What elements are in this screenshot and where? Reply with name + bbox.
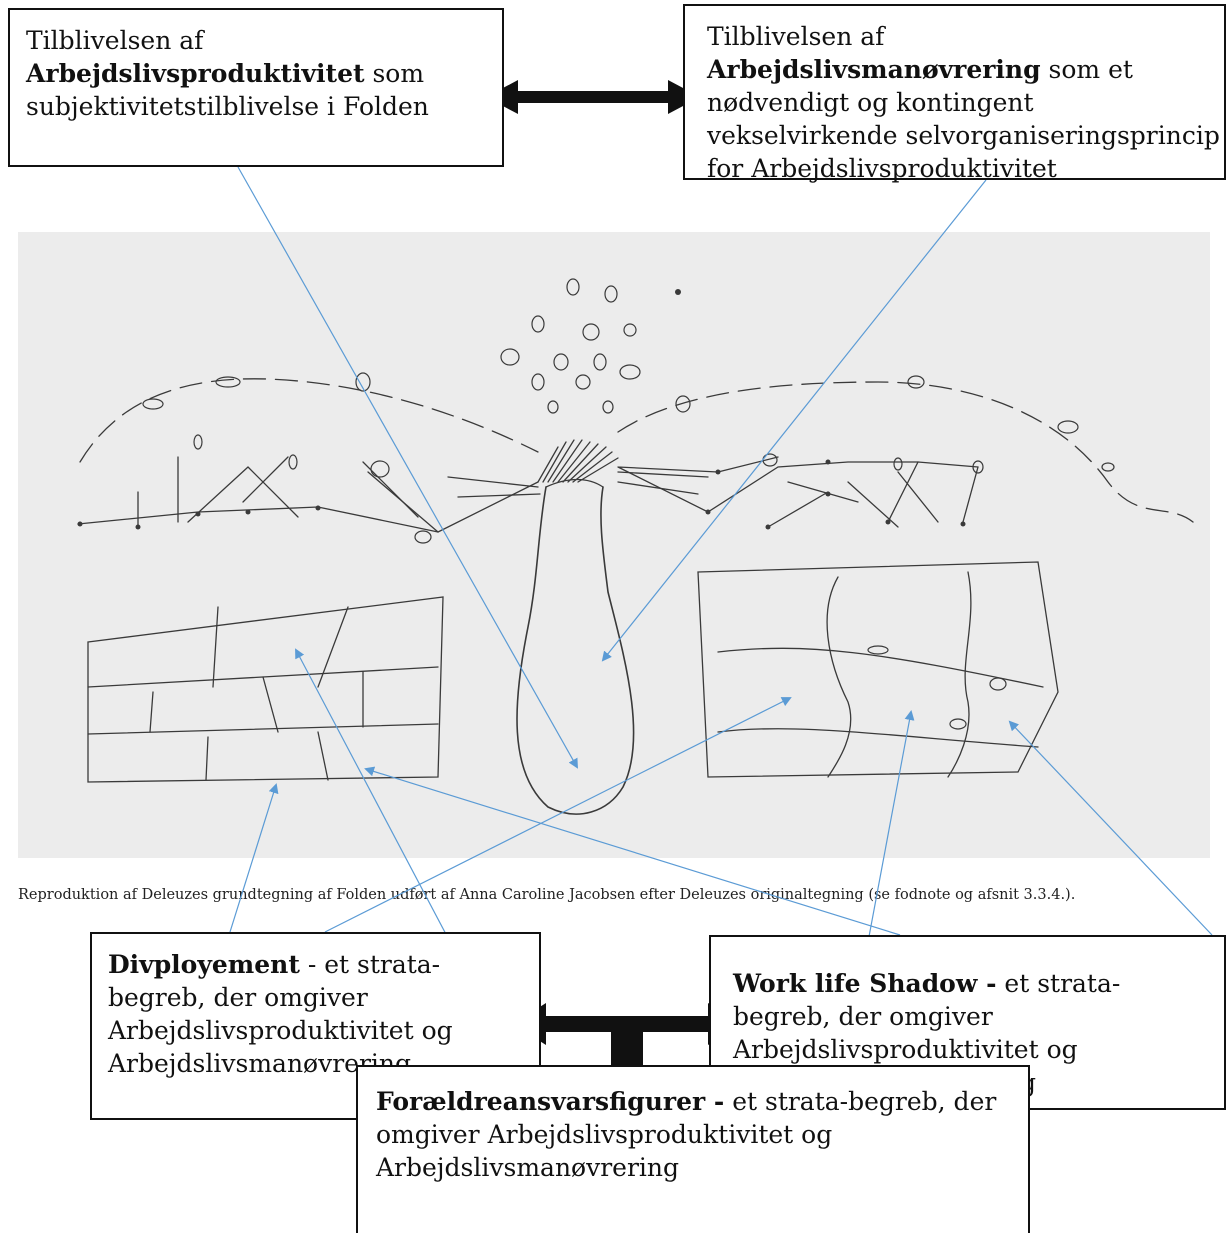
box-top-left-line1: Tilblivelsen af (26, 26, 204, 55)
box-foraeldreansvarsfigurer: Forældreansvarsfigurer - et strata-begre… (356, 1065, 1030, 1233)
box-top-right-lead: Tilblivelsen af (707, 22, 885, 51)
box-top-left-rest: som subjektivitetstilblivelse i Folden (26, 59, 429, 121)
box-top-left-bold: Arbejdslivsproduktivitet (26, 59, 365, 88)
box-arbejdslivsproduktivitet: Tilblivelsen af Arbejdslivsproduktivitet… (8, 8, 504, 167)
sketch-strokes (77, 378, 1194, 815)
fold-drawing (18, 232, 1210, 858)
box-arbejdslivsmanoevrering: Tilblivelsen af Arbejdslivsmanøvrering s… (683, 4, 1226, 183)
box-bottom-center-rest: et strata-begreb, der omgiver Arbejdsliv… (376, 1087, 997, 1182)
pencil-sketch (77, 278, 1194, 815)
box-bottom-right-bold: Work life Shadow - (733, 969, 997, 998)
box-top-right-bold: Arbejdslivsmanøvrering (707, 55, 1041, 84)
box-bottom-center-bold: Forældreansvarsfigurer - (376, 1087, 725, 1116)
box-bottom-left-rest: - et strata-begreb, der omgiver Arbejdsl… (108, 950, 453, 1078)
box-bottom-left-bold: Divployement (108, 950, 300, 979)
box-top-right-rest: som et nødvendigt og kontingent vekselvi… (707, 55, 1220, 183)
sketch-dots (77, 289, 966, 530)
figure-caption: Reproduktion af Deleuzes grundtegning af… (18, 887, 1076, 903)
double-arrow-top (486, 80, 700, 114)
